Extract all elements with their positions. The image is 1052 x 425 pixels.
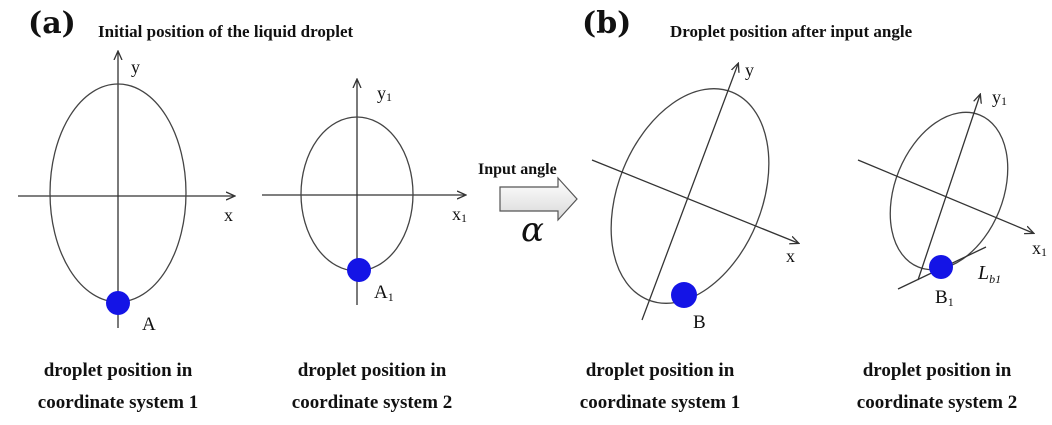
y1-axis <box>917 95 980 281</box>
diagram-b1: y x B <box>591 60 798 333</box>
diagram-b2: y1 x1 Lb1 B1 <box>857 87 1047 309</box>
droplet-outline <box>610 88 770 304</box>
y1-axis-label: y1 <box>992 87 1007 108</box>
x1-axis-label: x1 <box>452 204 467 225</box>
caption-line-1: droplet position in <box>863 360 1012 381</box>
point-a-label: A <box>142 314 156 335</box>
panel-a-heading: Initial position of the liquid droplet <box>98 22 354 41</box>
x-axis-label: x <box>786 246 795 266</box>
input-angle-label: Input angle <box>478 161 557 178</box>
point-b1-label: B1 <box>935 287 954 309</box>
caption-b2: droplet position in coordinate system 2 <box>857 360 1017 413</box>
panel-a-letter: (a) <box>28 6 76 41</box>
caption-line-1: droplet position in <box>586 360 735 381</box>
y-axis-label: y <box>131 57 140 77</box>
x-axis <box>591 159 798 243</box>
diagram-a2: y1 x1 A1 <box>262 80 467 305</box>
caption-line-2: coordinate system 1 <box>38 392 198 413</box>
caption-line-2: coordinate system 1 <box>580 392 740 413</box>
right-arrow-icon <box>499 176 578 222</box>
caption-line-1: droplet position in <box>44 360 193 381</box>
alpha-symbol: α <box>521 210 544 250</box>
y1-axis-label: y1 <box>377 83 392 104</box>
tangent-label: Lb1 <box>977 262 1001 286</box>
droplet-b1 <box>929 255 953 279</box>
droplet-a1 <box>347 258 371 282</box>
point-a1-label: A1 <box>374 282 394 304</box>
droplet-b <box>671 282 697 308</box>
y-axis-label: y <box>745 60 754 80</box>
caption-line-1: droplet position in <box>298 360 447 381</box>
x1-axis-label: x1 <box>1032 238 1047 259</box>
caption-a1: droplet position in coordinate system 1 <box>38 360 198 413</box>
panel-b-letter: (b) <box>582 6 631 41</box>
input-angle-arrow: Input angle α <box>478 161 578 250</box>
caption-a2: droplet position in coordinate system 2 <box>292 360 452 413</box>
diagram-a1: y x A <box>18 52 234 335</box>
x1-axis <box>857 159 1033 233</box>
droplet-outline <box>889 111 1009 271</box>
droplet-a <box>106 291 130 315</box>
caption-b1: droplet position in coordinate system 1 <box>580 360 740 413</box>
panel-b-heading: Droplet position after input angle <box>670 22 913 41</box>
caption-line-2: coordinate system 2 <box>857 392 1017 413</box>
caption-line-2: coordinate system 2 <box>292 392 452 413</box>
y-axis <box>641 64 738 321</box>
point-b-label: B <box>693 312 706 333</box>
x-axis-label: x <box>224 205 233 225</box>
